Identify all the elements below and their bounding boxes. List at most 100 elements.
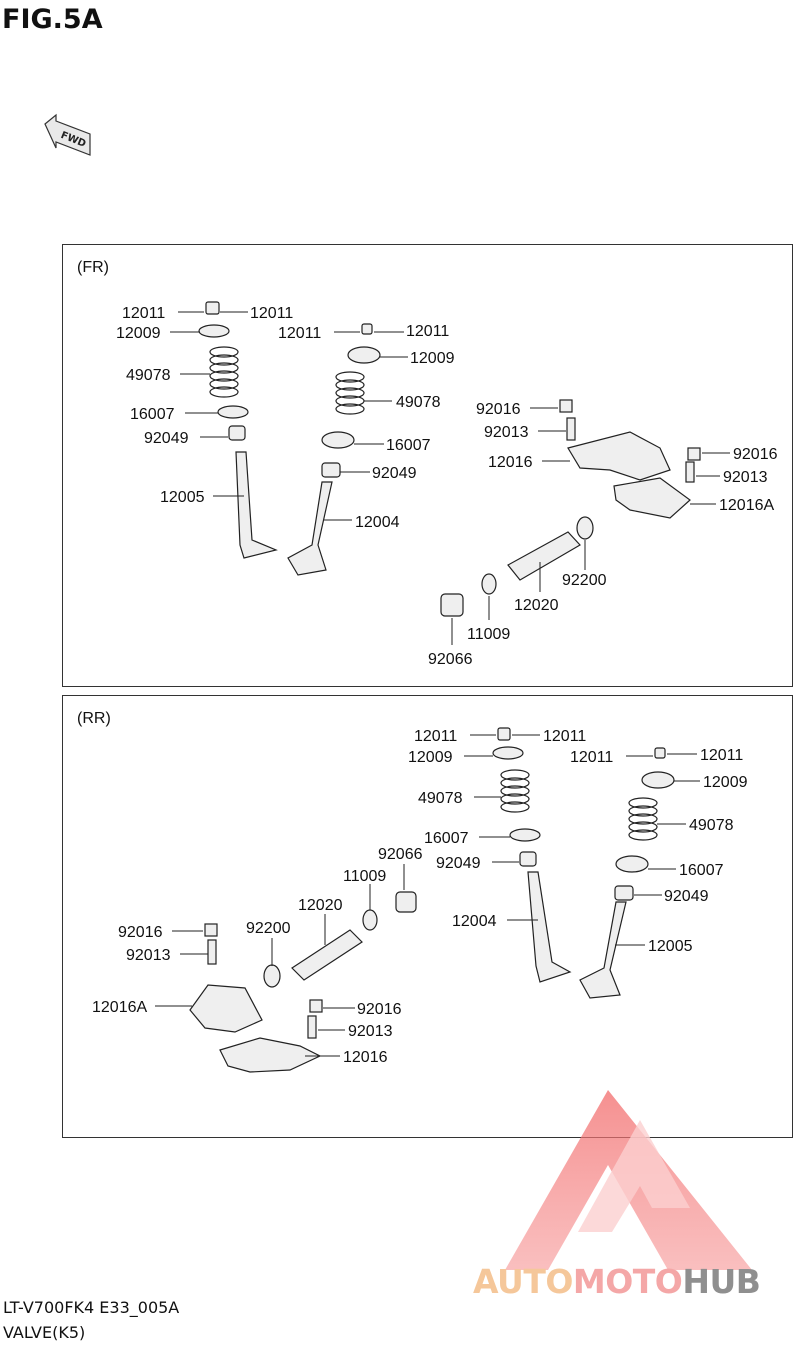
callout-label: 92016: [733, 446, 778, 463]
rear-panel: (RR): [62, 695, 793, 1138]
rocker-shaft-icon: [507, 531, 581, 581]
callout-label: 12020: [514, 597, 559, 614]
spring-seat-icon: [321, 431, 355, 449]
spring-icon: [500, 769, 530, 813]
seal-icon: [228, 425, 246, 441]
nut-icon: [204, 923, 218, 937]
callout-label: 92013: [126, 947, 171, 964]
callout-label: 92200: [246, 920, 291, 937]
watermark-logo: [505, 1090, 752, 1270]
callout-label: 12011: [250, 305, 293, 322]
retainer-icon: [641, 771, 675, 789]
cotter-icon: [205, 301, 220, 315]
callout-label: 92200: [562, 572, 607, 589]
callout-label: 49078: [418, 790, 463, 807]
callout-label: 12011: [543, 728, 586, 745]
callout-label: 16007: [424, 830, 469, 847]
cotter-icon: [654, 747, 666, 759]
callout-label: 12016A: [92, 999, 147, 1016]
spring-seat-icon: [217, 405, 249, 419]
callout-label: 92049: [372, 465, 417, 482]
watermark-text: AUTOMOTOHUB: [473, 1262, 761, 1301]
callout-label: 49078: [396, 394, 441, 411]
o-ring-icon: [263, 964, 281, 988]
callout-label: 12020: [298, 897, 343, 914]
exhaust-valve-icon: [235, 451, 278, 559]
rocker-arm-icon: [219, 1037, 322, 1073]
front-leader-lines: [170, 311, 730, 645]
figure-title: FIG.5A: [2, 4, 103, 35]
adjust-screw-icon: [307, 1015, 317, 1039]
retainer-icon: [198, 324, 230, 338]
callout-label: 12011: [700, 747, 743, 764]
callout-label: 12011: [570, 749, 613, 766]
callout-label: 11009: [343, 868, 386, 885]
adjust-screw-icon: [207, 939, 217, 965]
rear-panel-label: (RR): [77, 710, 111, 727]
adjust-screw-icon: [685, 461, 695, 483]
callout-label: 12009: [410, 350, 455, 367]
rocker-arm-icon: [567, 431, 671, 481]
plug-icon: [395, 891, 417, 913]
part-name: VALVE(K5): [3, 1323, 86, 1342]
callout-label: 92013: [484, 424, 529, 441]
intake-valve-icon: [527, 871, 572, 983]
watermark-word: AUTO: [473, 1262, 573, 1301]
callout-label: 16007: [679, 862, 724, 879]
callout-label: 12016A: [719, 497, 774, 514]
callout-label: 12016: [343, 1049, 388, 1066]
callout-label: 12005: [160, 489, 205, 506]
callout-label: 12004: [355, 514, 400, 531]
callout-label: 12009: [408, 749, 453, 766]
watermark-word: MOTO: [572, 1262, 683, 1301]
callout-label: 12016: [488, 454, 533, 471]
spring-icon: [209, 346, 239, 398]
nut-icon: [687, 447, 701, 461]
spring-seat-icon: [615, 855, 649, 873]
nut-icon: [559, 399, 573, 413]
callout-label: 92016: [118, 924, 163, 941]
callout-label: 49078: [126, 367, 171, 384]
rocker-arm-icon: [189, 984, 263, 1033]
callout-label: 12005: [648, 938, 693, 955]
seal-icon: [614, 885, 634, 901]
cotter-icon: [361, 323, 373, 335]
front-panel-label: (FR): [77, 259, 109, 276]
retainer-icon: [492, 746, 524, 760]
intake-valve-icon: [287, 481, 333, 576]
callout-label: 16007: [386, 437, 431, 454]
rocker-shaft-icon: [291, 929, 363, 981]
cotter-icon: [497, 727, 511, 741]
watermark-word: HUB: [682, 1262, 761, 1301]
nut-icon: [309, 999, 323, 1013]
callout-label: 92049: [144, 430, 189, 447]
o-ring-icon: [362, 909, 378, 931]
retainer-icon: [347, 346, 381, 364]
seal-icon: [321, 462, 341, 478]
callout-label: 12011: [278, 325, 321, 342]
spring-icon: [628, 797, 658, 841]
callout-label: 92049: [436, 855, 481, 872]
spring-icon: [335, 371, 365, 415]
exhaust-valve-icon: [579, 901, 627, 999]
callout-label: 12004: [452, 913, 497, 930]
front-panel: (FR): [62, 244, 793, 687]
callout-label: 92016: [357, 1001, 402, 1018]
callout-label: 49078: [689, 817, 734, 834]
rocker-arm-icon: [613, 477, 691, 519]
callout-label: 11009: [467, 626, 510, 643]
rear-leader-lines: [155, 734, 700, 1057]
callout-label: 92013: [348, 1023, 393, 1040]
o-ring-icon: [481, 573, 497, 595]
model-code: LT-V700FK4 E33_005A: [3, 1298, 180, 1317]
spring-seat-icon: [509, 828, 541, 842]
callout-label: 92049: [664, 888, 709, 905]
callout-label: 92066: [378, 846, 423, 863]
callout-label: 12009: [703, 774, 748, 791]
o-ring-icon: [576, 516, 594, 540]
adjust-screw-icon: [566, 417, 576, 441]
callout-label: 12011: [406, 323, 449, 340]
callout-label: 92016: [476, 401, 521, 418]
callout-label: 16007: [130, 406, 175, 423]
